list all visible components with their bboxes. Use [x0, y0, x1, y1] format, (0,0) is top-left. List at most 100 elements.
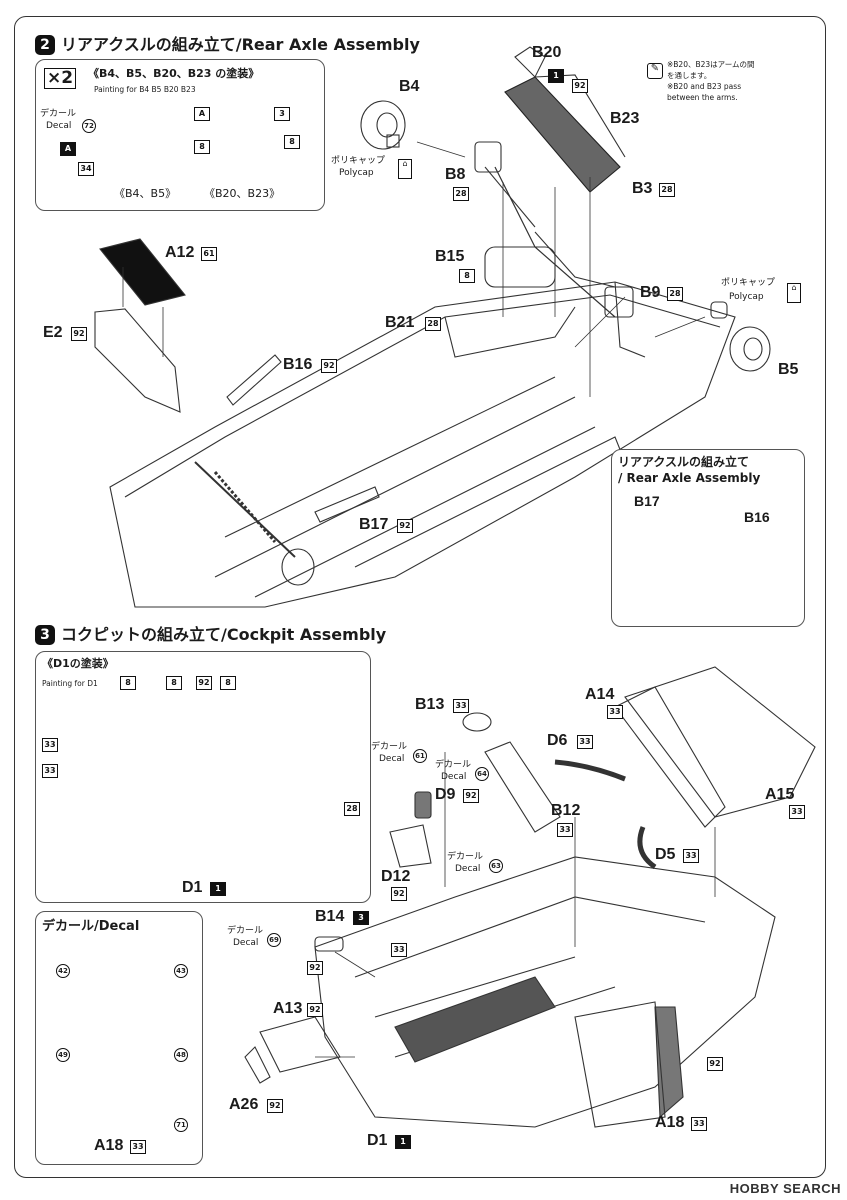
part-label-a12: A12: [165, 244, 195, 261]
b13-drawing: [462, 712, 492, 732]
tag-b3-28: 28: [659, 183, 675, 197]
instruction-page: 2 リアアクスルの組み立て/Rear Axle Assembly ×2 《B4、…: [14, 16, 826, 1178]
part-label-b14: B14: [315, 908, 345, 925]
b23-drawing: [504, 76, 621, 193]
color-tag-34: 34: [78, 162, 94, 176]
part-label-b5: B5: [778, 361, 799, 378]
tag-b13-33: 33: [453, 699, 469, 713]
polycap-label-en: Polycap: [339, 168, 374, 178]
decal-49: 49: [56, 1048, 70, 1062]
decal-box-title: デカール/Decal: [42, 919, 140, 934]
section-2-number: 2: [35, 35, 55, 55]
tag-b21-28: 28: [425, 317, 441, 331]
tag-d1-1: 1: [395, 1135, 411, 1149]
polycap-icon-2: ⌂: [787, 283, 801, 303]
b15-drawing: [484, 246, 556, 288]
tag-b20-1: 1: [548, 69, 564, 83]
note-ja-2: を通します。: [667, 71, 712, 80]
part-label-b13: B13: [415, 696, 445, 713]
d1-tag-8a: 8: [120, 676, 136, 690]
b4-drawing: [360, 100, 406, 150]
d1-tag-8b: 8: [166, 676, 182, 690]
tag-d12-92: 92: [391, 887, 407, 901]
decal-69-en: Decal: [233, 938, 259, 948]
d6-drawing: [554, 759, 626, 782]
polycap-icon: ⌂: [398, 159, 412, 179]
decal-box-a18: A18: [94, 1137, 124, 1154]
b8-drawing: [474, 141, 502, 173]
rear-axle-inset: リアアクスルの組み立て / Rear Axle Assembly B17 B16: [611, 449, 805, 627]
note-en-2: between the arms.: [667, 93, 738, 102]
tag-d5-33: 33: [683, 849, 699, 863]
decal-label-ja: デカール: [40, 109, 77, 119]
part-label-b15: B15: [435, 248, 465, 265]
d1-painting-box: 《D1の塗装》 Painting for D1 8 8 92 8 33 33 2…: [35, 651, 371, 903]
b20-drawing: [514, 46, 546, 78]
tag-a18-92: 92: [707, 1057, 723, 1071]
part-label-b16: B16: [283, 356, 313, 373]
part-label-d6: D6: [547, 732, 568, 749]
decal-48: 48: [174, 1048, 188, 1062]
decal-box-a18-tag: 33: [130, 1140, 146, 1154]
tag-a26-92: 92: [267, 1099, 283, 1113]
a26-drawing: [244, 1046, 271, 1084]
seat-decal-box: デカール/Decal 42 43 49 48 71 A18 33: [35, 911, 203, 1165]
decal-63-ja: デカール: [447, 852, 484, 862]
a14-drawing: [614, 686, 726, 828]
part-label-d12: D12: [381, 868, 411, 885]
d1-label: D1: [182, 879, 203, 896]
part-label-b4: B4: [399, 78, 420, 95]
tag-b8-28: 28: [453, 187, 469, 201]
tag-d9-92: 92: [463, 789, 479, 803]
inset-label-b16: B16: [744, 509, 770, 525]
part-label-a18: A18: [655, 1114, 685, 1131]
part-label-d5: D5: [655, 846, 676, 863]
part-label-b21: B21: [385, 314, 415, 331]
paint-box-title-en: Painting for B4 B5 B20 B23: [94, 85, 196, 94]
part-label-b20: B20: [532, 44, 562, 61]
section-3-number: 3: [35, 625, 55, 645]
d1-label-tag: 1: [210, 882, 226, 896]
tag-a18-33: 33: [691, 1117, 707, 1131]
multiplier-badge: ×2: [44, 68, 77, 89]
painting-box-b4-b5-b20-b23: ×2 《B4、B5、B20、B23 の塗装》 Painting for B4 B…: [35, 59, 325, 211]
section-3-header: 3 コクピットの組み立て/Cockpit Assembly: [35, 625, 386, 645]
part-label-b17: B17: [359, 516, 389, 533]
tag-b20-92: 92: [572, 79, 588, 93]
decal-number-72: 72: [82, 119, 96, 133]
part-label-b9: B9: [640, 284, 661, 301]
decal-71: 71: [174, 1118, 188, 1132]
inset-label-b17: B17: [634, 493, 660, 509]
tag-b14-3: 3: [353, 911, 369, 925]
tag-a15-33: 33: [789, 805, 805, 819]
tag-a12-61: 61: [201, 247, 217, 261]
d1-tag-33b: 33: [42, 764, 58, 778]
decal-69: 69: [267, 933, 281, 947]
tag-b17-92: 92: [397, 519, 413, 533]
part-label-b8: B8: [445, 166, 466, 183]
section-2-title: リアアクスルの組み立て/Rear Axle Assembly: [61, 35, 420, 54]
section-2-header: 2 リアアクスルの組み立て/Rear Axle Assembly: [35, 35, 420, 55]
cockpit-tub-drawing: [314, 856, 776, 1128]
decal-64-ja: デカール: [435, 760, 472, 770]
decal-61: 61: [413, 749, 427, 763]
pen-icon: ✎: [647, 63, 663, 79]
tag-b15-8: 8: [459, 269, 475, 283]
d9-drawing: [414, 791, 432, 819]
decal-42: 42: [56, 964, 70, 978]
part-label-a26: A26: [229, 1096, 259, 1113]
d1-tag-33a: 33: [42, 738, 58, 752]
polycap-label-ja: ポリキャップ: [331, 156, 386, 166]
color-tag-a-black: A: [60, 142, 76, 156]
tag-a14-33: 33: [607, 705, 623, 719]
tag-33-tub: 33: [391, 943, 407, 957]
hobby-search-watermark: HOBBY SEARCH: [729, 1181, 841, 1196]
decal-64-en: Decal: [441, 772, 467, 782]
inset-title-ja: リアアクスルの組み立て: [618, 455, 750, 469]
a13-drawing: [259, 1016, 341, 1073]
inset-title-en: / Rear Axle Assembly: [618, 471, 761, 485]
decal-43: 43: [174, 964, 188, 978]
decal-61-ja: デカール: [371, 742, 408, 752]
part-label-a15: A15: [765, 786, 795, 803]
caption-b20-b23: 《B20、B23》: [204, 187, 281, 200]
